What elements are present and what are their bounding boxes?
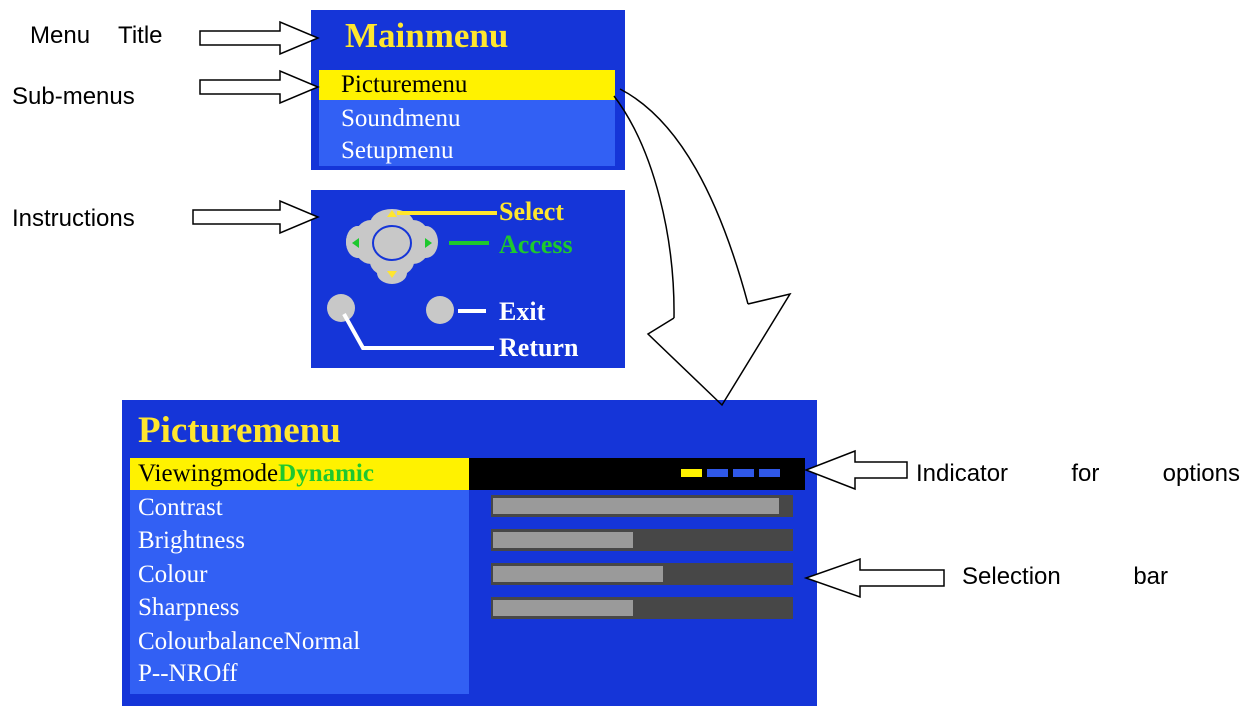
option-indicator-box — [707, 469, 728, 477]
picture-menu-panel: Picturemenu ViewingmodeDynamic Contrast … — [122, 400, 817, 706]
callout-indicator-for-options: Indicator for options — [916, 462, 1240, 486]
callout-sub-menus: Sub-menus — [12, 83, 135, 110]
viewing-mode-value: Dynamic — [278, 460, 374, 487]
dpad-icon — [346, 209, 438, 284]
arrow-instructions-icon — [192, 199, 320, 235]
callout-title-word: Title — [118, 22, 163, 49]
arrow-left-icon — [352, 238, 359, 248]
main-menu-list: Picturemenu Soundmenu Setupmenu — [319, 70, 615, 166]
menu-item-pnr[interactable]: P--NROff — [130, 658, 469, 690]
instruction-return: Return — [499, 333, 579, 362]
main-menu-item-sound[interactable]: Soundmenu — [341, 105, 461, 132]
arrow-down-icon — [387, 271, 397, 278]
arrow-menu-title-icon — [199, 20, 320, 56]
menu-item-brightness[interactable]: Brightness — [138, 527, 245, 554]
brightness-slider[interactable] — [491, 529, 793, 551]
option-indicator-row — [469, 458, 805, 490]
contrast-slider[interactable] — [491, 495, 793, 517]
option-indicator-box — [759, 469, 780, 477]
callout-indicator-word: Indicator — [916, 460, 1009, 487]
viewing-mode-label: Viewingmode — [138, 460, 279, 487]
colour-balance-value: Normal — [283, 628, 361, 655]
instruction-access: Access — [499, 230, 573, 259]
callout-bar-word: bar — [1133, 563, 1168, 590]
callout-for-word: for — [1071, 460, 1100, 487]
callout-selection-bar: Selection bar — [962, 565, 1168, 589]
option-indicator-box — [681, 469, 702, 477]
callout-options-word: options — [1162, 460, 1240, 487]
instruction-select: Select — [499, 197, 564, 226]
main-menu-panel: Mainmenu Picturemenu Soundmenu Setupmenu — [311, 10, 625, 170]
colour-slider-fill — [493, 566, 663, 582]
main-menu-title: Mainmenu — [345, 16, 509, 55]
menu-item-colour-balance[interactable]: ColourbalanceNormal — [130, 626, 469, 658]
option-indicator-box — [733, 469, 754, 477]
pnr-label: P--NR — [138, 660, 204, 687]
remote-control-diagram — [327, 209, 497, 350]
exit-button-icon — [426, 296, 454, 324]
brightness-slider-fill — [493, 532, 633, 548]
menu-item-colour[interactable]: Colour — [138, 561, 208, 588]
arrow-indicator-icon — [803, 449, 908, 491]
sharpness-slider[interactable] — [491, 597, 793, 619]
picture-menu-title: Picturemenu — [138, 410, 341, 451]
picture-menu-values — [469, 458, 805, 694]
arrow-sub-menus-icon — [199, 69, 320, 105]
arrow-right-icon — [425, 238, 432, 248]
contrast-slider-fill — [493, 498, 779, 514]
picture-menu-list: ViewingmodeDynamic Contrast Brightness C… — [130, 458, 469, 694]
colour-balance-label: Colourbalance — [138, 628, 284, 655]
sharpness-slider-fill — [493, 600, 633, 616]
submenu-connector-icon — [613, 88, 792, 407]
menu-item-viewing-mode[interactable]: ViewingmodeDynamic — [130, 458, 469, 490]
return-line — [342, 313, 494, 350]
pnr-value: Off — [203, 660, 238, 687]
main-menu-item-picture[interactable]: Picturemenu — [319, 70, 615, 100]
main-menu-item-setup[interactable]: Setupmenu — [341, 137, 454, 164]
callout-selection-word: Selection — [962, 563, 1061, 590]
menu-item-contrast[interactable]: Contrast — [138, 494, 223, 521]
callout-instructions: Instructions — [12, 205, 135, 232]
return-button-icon — [327, 294, 355, 322]
arrow-selection-bar-icon — [803, 557, 945, 599]
callout-menu-word: Menu — [30, 22, 91, 49]
arrow-up-icon — [387, 210, 397, 217]
menu-item-sharpness[interactable]: Sharpness — [138, 594, 240, 621]
instructions-panel: Select Access Exit Return — [311, 190, 625, 368]
instruction-exit: Exit — [499, 297, 546, 326]
callout-menu-title: Menu Title — [30, 24, 163, 48]
colour-slider[interactable] — [491, 563, 793, 585]
